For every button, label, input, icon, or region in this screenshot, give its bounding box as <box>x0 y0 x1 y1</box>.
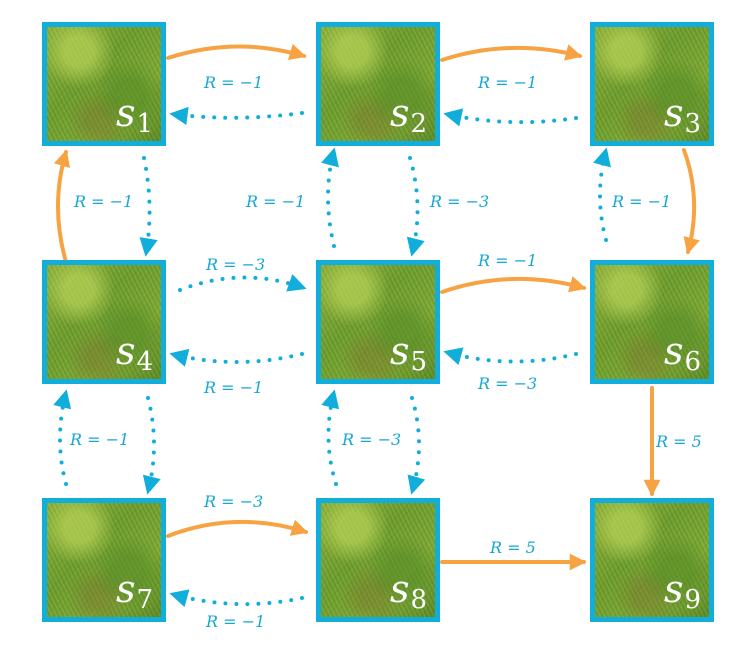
arrow-s2-s1 <box>169 106 304 126</box>
reward-s5-s6: R = −1 <box>478 251 538 270</box>
arrow-s6-s5 <box>443 347 578 366</box>
state-s6-label: s6 <box>663 329 701 377</box>
arrow-s7-s4 <box>53 389 72 486</box>
state-s7-label: s7 <box>115 567 153 615</box>
state-s5: s5 <box>316 260 440 384</box>
state-s1-label: s1 <box>115 91 153 139</box>
state-s7: s7 <box>42 498 166 622</box>
state-s9: s9 <box>590 498 714 622</box>
state-s8-label: s8 <box>389 567 427 615</box>
arrow-s2-s3 <box>440 44 583 62</box>
state-s5-label: s5 <box>389 329 427 377</box>
arrow-s7-s8 <box>166 519 309 538</box>
state-s3: s3 <box>590 22 714 146</box>
arrow-s4-s1 <box>53 149 71 264</box>
state-s9-label: s9 <box>663 567 701 615</box>
reward-s6-s9: R = 5 <box>656 432 702 451</box>
arrow-s8-s7 <box>169 589 304 608</box>
reward-s2-s5: R = −3 <box>430 192 490 211</box>
state-s3-label: s3 <box>663 91 701 139</box>
reward-s4-s7: R = −1 <box>70 430 130 449</box>
reward-s5-s2: R = −1 <box>246 192 306 211</box>
reward-s6-s3: R = −1 <box>612 192 672 211</box>
state-s1: s1 <box>42 22 166 146</box>
reward-s8-s9: R = 5 <box>490 538 536 557</box>
arrow-s5-s2 <box>321 147 339 248</box>
reward-s3-s2: R = −1 <box>478 73 538 92</box>
state-s8: s8 <box>316 498 440 622</box>
state-s2-label: s2 <box>389 91 427 139</box>
state-s6: s6 <box>590 260 714 384</box>
arrow-s1-s2 <box>166 43 307 61</box>
reward-s6-s5: R = −3 <box>478 374 538 393</box>
arrow-s1-s4 <box>139 156 158 257</box>
state-s4: s4 <box>42 260 166 384</box>
reward-s8-s7: R = −1 <box>206 612 266 631</box>
arrow-s6-s3 <box>593 147 611 242</box>
arrow-s8-s5 <box>321 389 340 486</box>
arrow-s4-s7 <box>142 396 161 495</box>
state-s2: s2 <box>316 22 440 146</box>
reward-s2-s1: R = −1 <box>204 73 264 92</box>
reward-s7-s8: R = −3 <box>204 492 264 511</box>
arrow-s2-s5 <box>406 156 425 257</box>
reward-s8-s5: R = −3 <box>342 430 402 449</box>
arrow-s3-s6 <box>682 148 700 255</box>
reward-s4-s5: R = −3 <box>206 255 266 274</box>
arrow-s5-s8 <box>407 396 426 495</box>
arrow-s3-s2 <box>443 108 578 127</box>
reward-s5-s4: R = −1 <box>204 378 264 397</box>
state-s4-label: s4 <box>115 329 153 377</box>
reward-s4-s1: R = −1 <box>74 192 134 211</box>
arrow-s5-s6 <box>440 276 587 294</box>
arrow-s5-s4 <box>169 348 304 367</box>
arrow-s4-s5 <box>178 274 307 292</box>
